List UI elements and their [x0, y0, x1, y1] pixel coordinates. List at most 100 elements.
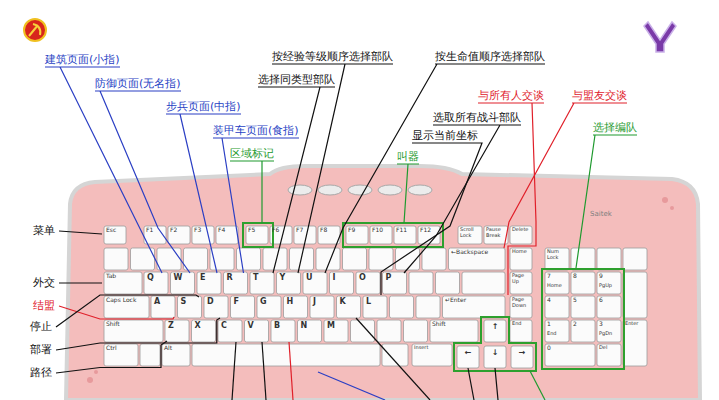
- key-legend: Caps Lock: [106, 297, 136, 304]
- key-legend: 6: [599, 297, 603, 304]
- key-legend: PgUp: [599, 283, 612, 289]
- key-legend: Delete: [512, 227, 528, 233]
- key-legend: Q: [147, 273, 154, 282]
- key-legend: E: [200, 273, 205, 282]
- key: [151, 296, 175, 318]
- key-legend: Home: [547, 283, 562, 289]
- key-legend: H: [287, 297, 294, 306]
- soviet-emblem: [24, 19, 46, 41]
- key: [597, 344, 621, 366]
- key: [168, 226, 190, 244]
- hammer-sickle: [29, 24, 40, 36]
- key: [337, 296, 361, 318]
- key-legend: N: [301, 321, 308, 330]
- yuri-logo: [644, 22, 676, 52]
- key: [204, 296, 228, 318]
- key-legend: Y: [280, 273, 286, 282]
- key: [545, 296, 569, 318]
- callout-label: 选择同类型部队: [258, 73, 335, 86]
- key-legend: F5: [248, 227, 255, 234]
- callout-label: 显示当前坐标: [412, 129, 478, 142]
- leader-line: [478, 103, 544, 295]
- highlight-box: [243, 223, 273, 247]
- key-legend: S: [181, 297, 187, 306]
- highlight-box: [542, 269, 624, 369]
- callout-label: 按生命值顺序选择部队: [435, 50, 545, 63]
- key-legend: A: [154, 297, 160, 306]
- key-legend: F12: [420, 227, 431, 234]
- key: [330, 272, 354, 294]
- key: [462, 272, 505, 294]
- key: [246, 226, 268, 244]
- key: [197, 272, 221, 294]
- callout-label: 防御页面(无名指): [95, 77, 181, 90]
- key: [458, 226, 482, 244]
- key-legend: Pause Break: [486, 227, 508, 238]
- leader-line: [404, 125, 521, 273]
- key-legend: L: [366, 297, 371, 306]
- callout-label: 按经验等级顺序选择部队: [272, 50, 393, 63]
- key-legend: F7: [296, 227, 303, 234]
- key-legend: D: [207, 297, 214, 306]
- black-leaders: [56, 64, 545, 400]
- key-legend: 0: [547, 345, 551, 352]
- key-legend: PgDn: [599, 331, 612, 337]
- key: [623, 320, 647, 366]
- callout-label: 路径: [30, 366, 52, 379]
- key-legend: Shift: [106, 321, 120, 328]
- callout-label: 与盟友交谈: [572, 89, 627, 102]
- key-legend: V: [248, 321, 254, 330]
- key-legend: O: [359, 273, 366, 282]
- key: [165, 320, 189, 342]
- key: [192, 320, 216, 342]
- leader-line: [56, 295, 199, 327]
- key: [140, 344, 160, 366]
- key-legend: T: [253, 273, 258, 282]
- key: [545, 344, 595, 366]
- key: [394, 226, 416, 244]
- key: [224, 272, 248, 294]
- key: [218, 320, 242, 342]
- callout-label: 结盟: [33, 299, 55, 312]
- key: [377, 320, 401, 342]
- key-legend: Page Up: [512, 273, 532, 284]
- leader-line: [289, 342, 293, 400]
- key-legend: 9: [599, 273, 603, 280]
- key: [346, 226, 368, 244]
- key: [443, 296, 506, 318]
- key: [157, 248, 181, 270]
- leader-line: [262, 342, 266, 400]
- key: [324, 320, 348, 342]
- key: [284, 296, 308, 318]
- key: [162, 344, 190, 366]
- leader-line: [56, 341, 167, 373]
- key-legend: P: [386, 273, 392, 282]
- callout-label: 装甲车页面(食指): [213, 124, 299, 137]
- key-legend: F4: [218, 227, 225, 234]
- key-legend: F6: [272, 227, 279, 234]
- key-legend: ↵Enter: [445, 297, 466, 304]
- key: [303, 272, 327, 294]
- key: [383, 272, 407, 294]
- leader-line: [318, 372, 385, 400]
- key: [216, 226, 238, 244]
- key: [343, 248, 367, 270]
- key-legend: R: [227, 273, 233, 282]
- leader-line: [272, 64, 393, 273]
- key-legend: Ctrl: [106, 345, 117, 352]
- flower: [87, 377, 93, 383]
- key-legend: M: [327, 321, 335, 330]
- leader-line: [495, 368, 498, 400]
- callout-label: 菜单: [33, 224, 55, 237]
- key: [250, 272, 274, 294]
- key-legend: ←Backspace: [451, 249, 488, 256]
- key: [510, 226, 532, 244]
- key: [318, 226, 340, 244]
- key: [144, 272, 168, 294]
- key: [351, 320, 375, 342]
- key: [545, 320, 569, 342]
- media-button: [348, 185, 372, 195]
- key: [231, 296, 255, 318]
- key: [404, 320, 428, 342]
